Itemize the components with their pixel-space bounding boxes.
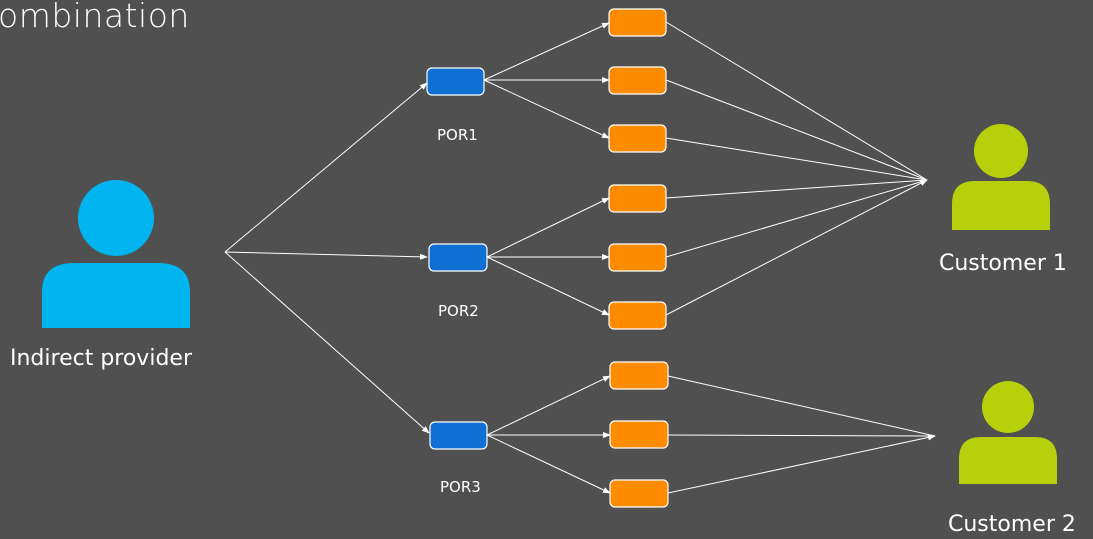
sub-box (609, 420, 669, 449)
edge-provider-por1 (224, 82, 428, 253)
customer1-person-icon (952, 124, 1050, 230)
por3-box (429, 421, 488, 450)
edge-provider-por2 (224, 251, 428, 260)
customer-edges (665, 21, 936, 494)
sub-box (609, 479, 669, 508)
page-title: ombination (0, 0, 190, 35)
por1-label: POR1 (437, 126, 478, 144)
sub-box (608, 301, 667, 330)
provider-label: Indirect provider (10, 346, 192, 371)
sub-box (608, 124, 667, 153)
sub-box (608, 8, 667, 37)
por3-label: POR3 (440, 478, 481, 496)
provider-edges (224, 82, 430, 434)
por1-box (426, 67, 485, 96)
sub-box (608, 66, 667, 95)
por-boxes (426, 67, 488, 450)
provider-person-icon (42, 180, 190, 328)
sub-box (609, 361, 669, 390)
customer1-label: Customer 1 (939, 251, 1067, 276)
por2-label: POR2 (438, 302, 479, 320)
subscription-boxes (608, 8, 669, 508)
customer2-person-icon (959, 381, 1057, 484)
edge-provider-por3 (224, 251, 430, 434)
por-edges (483, 22, 611, 494)
sub-box (608, 184, 667, 213)
customer2-label: Customer 2 (948, 512, 1076, 537)
por2-box (428, 243, 488, 272)
sub-box (608, 243, 667, 272)
